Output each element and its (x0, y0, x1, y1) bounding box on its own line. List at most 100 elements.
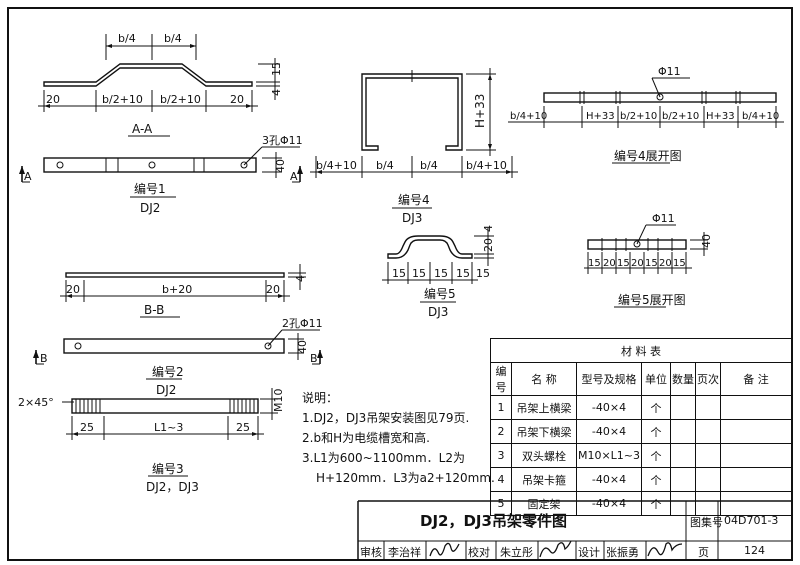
p5dev-dim-2: 20 (603, 258, 616, 269)
p3-sub: DJ2，DJ3 (146, 480, 199, 494)
p4-height-dim: H+33 (473, 94, 487, 128)
col-name: 名 称 (511, 362, 577, 396)
part4-view (310, 68, 518, 209)
p2-marker-left: B (40, 352, 48, 365)
cell (695, 491, 721, 516)
part5-development-view (584, 224, 708, 308)
cell (695, 419, 721, 444)
dimension-arrows (19, 44, 512, 436)
notes-line-2: 2.b和H为电缆槽宽和高. (302, 431, 430, 445)
p5dev-hole: Φ11 (652, 212, 675, 225)
p2-thickness: 40 (296, 340, 309, 354)
p4-dim-3: b/4 (420, 159, 438, 172)
cell: 2 (490, 419, 512, 444)
cell: 双头螺栓 (511, 443, 577, 468)
signature-zhu (539, 540, 572, 558)
design-label: 设计 (578, 546, 600, 559)
col-qty: 数量 (670, 362, 696, 396)
p4dev-dim-1: b/4+10 (510, 111, 547, 122)
check-label: 校对 (468, 546, 490, 559)
signature-li (429, 542, 460, 557)
cell: -40×4 (576, 491, 642, 516)
p5dev-dim-3: 15 (617, 258, 630, 269)
cell: M10×L1~3 (576, 443, 642, 468)
p3-dim-mid: L1~3 (154, 421, 183, 434)
page-number: 124 (744, 544, 765, 557)
notes-line-3: 3.L1为600~1100mm．L2为 (302, 451, 465, 465)
design-name: 张振勇 (606, 546, 639, 559)
cell (695, 395, 721, 420)
cell: 吊架下横梁 (511, 419, 577, 444)
p2-title: 编号2 (152, 364, 184, 379)
aa-dim-bottom-4: 20 (230, 93, 244, 106)
p4dev-dim-4: b/2+10 (662, 111, 699, 122)
notes-line-4: H+120mm．L3为a2+120mm. (316, 471, 495, 485)
p5dev-dim-5: 15 (645, 258, 658, 269)
cell (720, 395, 792, 420)
part5-view (382, 228, 494, 303)
p5-dim-2: 15 (412, 267, 426, 280)
cell (670, 467, 696, 492)
bb-left: 20 (66, 283, 80, 296)
cell: -40×4 (576, 467, 642, 492)
bb-dim: b+20 (162, 283, 192, 296)
p1-sub: DJ2 (140, 201, 160, 215)
cell (695, 443, 721, 468)
bb-thickness: 4 (294, 275, 307, 282)
p2-hole-label: 2孔Φ11 (282, 317, 323, 330)
p5dev-dim-6: 20 (659, 258, 672, 269)
p5-right-1: 20 (482, 238, 495, 252)
p4dev-hole: Φ11 (658, 65, 681, 78)
cell: 固定架 (511, 491, 577, 516)
part2-view (35, 329, 321, 380)
aa-dim-top-2: b/4 (164, 32, 182, 45)
p4dev-dim-6: b/4+10 (742, 111, 779, 122)
p5-dim-5: 15 (476, 267, 490, 280)
page-label: 页 (698, 546, 709, 559)
p5dev-dim-4: 20 (631, 258, 644, 269)
p5-title: 编号5 (424, 286, 456, 301)
cell (720, 491, 792, 516)
cell: 个 (641, 491, 671, 516)
aa-dim-right-2: 4 (270, 89, 283, 96)
col-remark: 备 注 (720, 362, 792, 396)
cell (670, 443, 696, 468)
p1-hole-label: 3孔Φ11 (262, 134, 303, 147)
aa-dim-bottom-2: b/2+10 (102, 93, 143, 106)
aa-dim-right-1: 15 (270, 62, 283, 76)
section-aa-view (38, 34, 280, 137)
review-name: 李治祥 (388, 546, 421, 559)
cell (670, 419, 696, 444)
section-bb-view (60, 264, 306, 318)
notes-title: 说明： (302, 391, 339, 405)
drawing-title: DJ2，DJ3吊架零件图 (420, 512, 567, 530)
cell (670, 491, 696, 516)
p2-marker-right: B (310, 352, 318, 365)
p4-title: 编号4 (398, 192, 430, 207)
aa-dim-bottom-3: b/2+10 (160, 93, 201, 106)
materials-title: 材 料 表 (490, 338, 792, 363)
p3-chamfer: 2×45° (18, 396, 54, 409)
atlas-label: 图集号 (690, 516, 723, 529)
notes-line-1: 1.DJ2，DJ3吊架安装图见79页. (302, 411, 470, 425)
p3-title: 编号3 (152, 461, 184, 476)
p4dev-dim-5: H+33 (706, 111, 735, 122)
review-label: 审核 (360, 546, 382, 559)
bb-section-label: B-B (144, 303, 164, 317)
p4dev-title: 编号4展开图 (614, 148, 682, 163)
check-name: 朱立彤 (500, 546, 533, 559)
p1-marker-left: A (24, 170, 32, 183)
p3-dim-right: 25 (236, 421, 250, 434)
cell: 吊架上横梁 (511, 395, 577, 420)
p5-dim-3: 15 (434, 267, 448, 280)
signatures (429, 540, 683, 558)
p4-sub: DJ3 (402, 211, 422, 225)
cell: 3 (490, 443, 512, 468)
p1-title: 编号1 (134, 181, 166, 196)
